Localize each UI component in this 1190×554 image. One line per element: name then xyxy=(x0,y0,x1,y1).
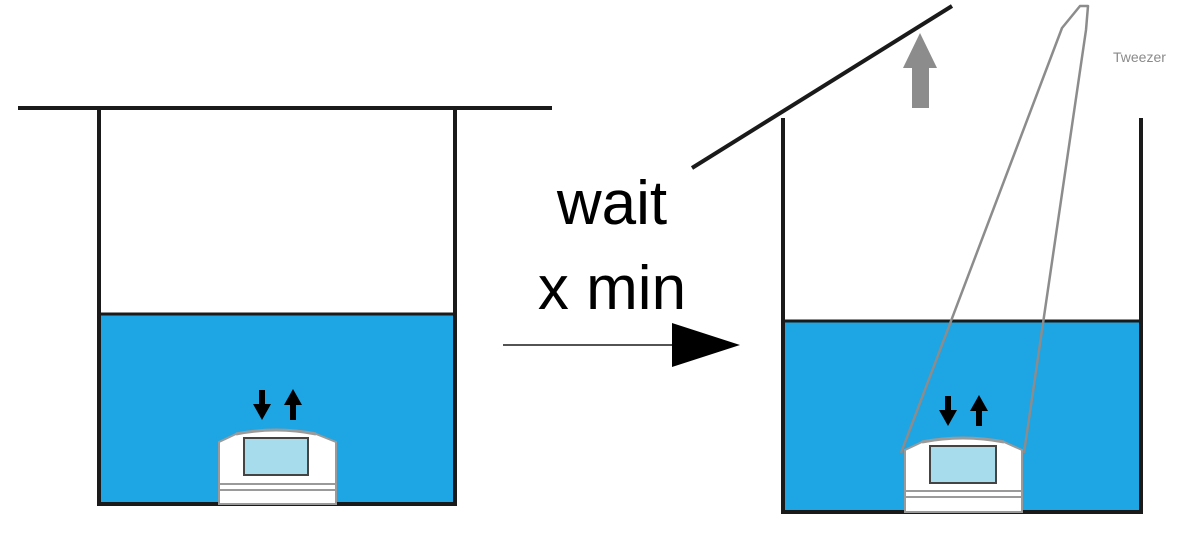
lift-up-arrow-icon xyxy=(903,33,937,108)
right-sample-window xyxy=(929,445,997,484)
left-down-arrow-icon xyxy=(253,390,271,420)
left-exchange-arrows xyxy=(253,389,302,420)
step-label-wait: wait xyxy=(556,169,667,238)
left-up-arrow-icon xyxy=(284,389,302,420)
step-label-duration: x min xyxy=(538,254,686,323)
tweezer-label: Tweezer xyxy=(1113,49,1166,65)
step-arrowhead-icon xyxy=(672,323,740,367)
left-sample-holder xyxy=(218,428,337,505)
right-exchange-arrows xyxy=(939,395,988,426)
left-beaker xyxy=(18,106,552,506)
left-sample-window xyxy=(243,437,309,476)
right-up-arrow-icon xyxy=(970,395,988,426)
step-arrow xyxy=(503,323,740,367)
right-down-arrow-icon xyxy=(939,396,957,426)
right-lifted-lid xyxy=(690,4,954,170)
right-sample-holder xyxy=(904,436,1023,513)
tweezer-icon xyxy=(899,4,1090,454)
right-beaker xyxy=(781,118,1143,514)
